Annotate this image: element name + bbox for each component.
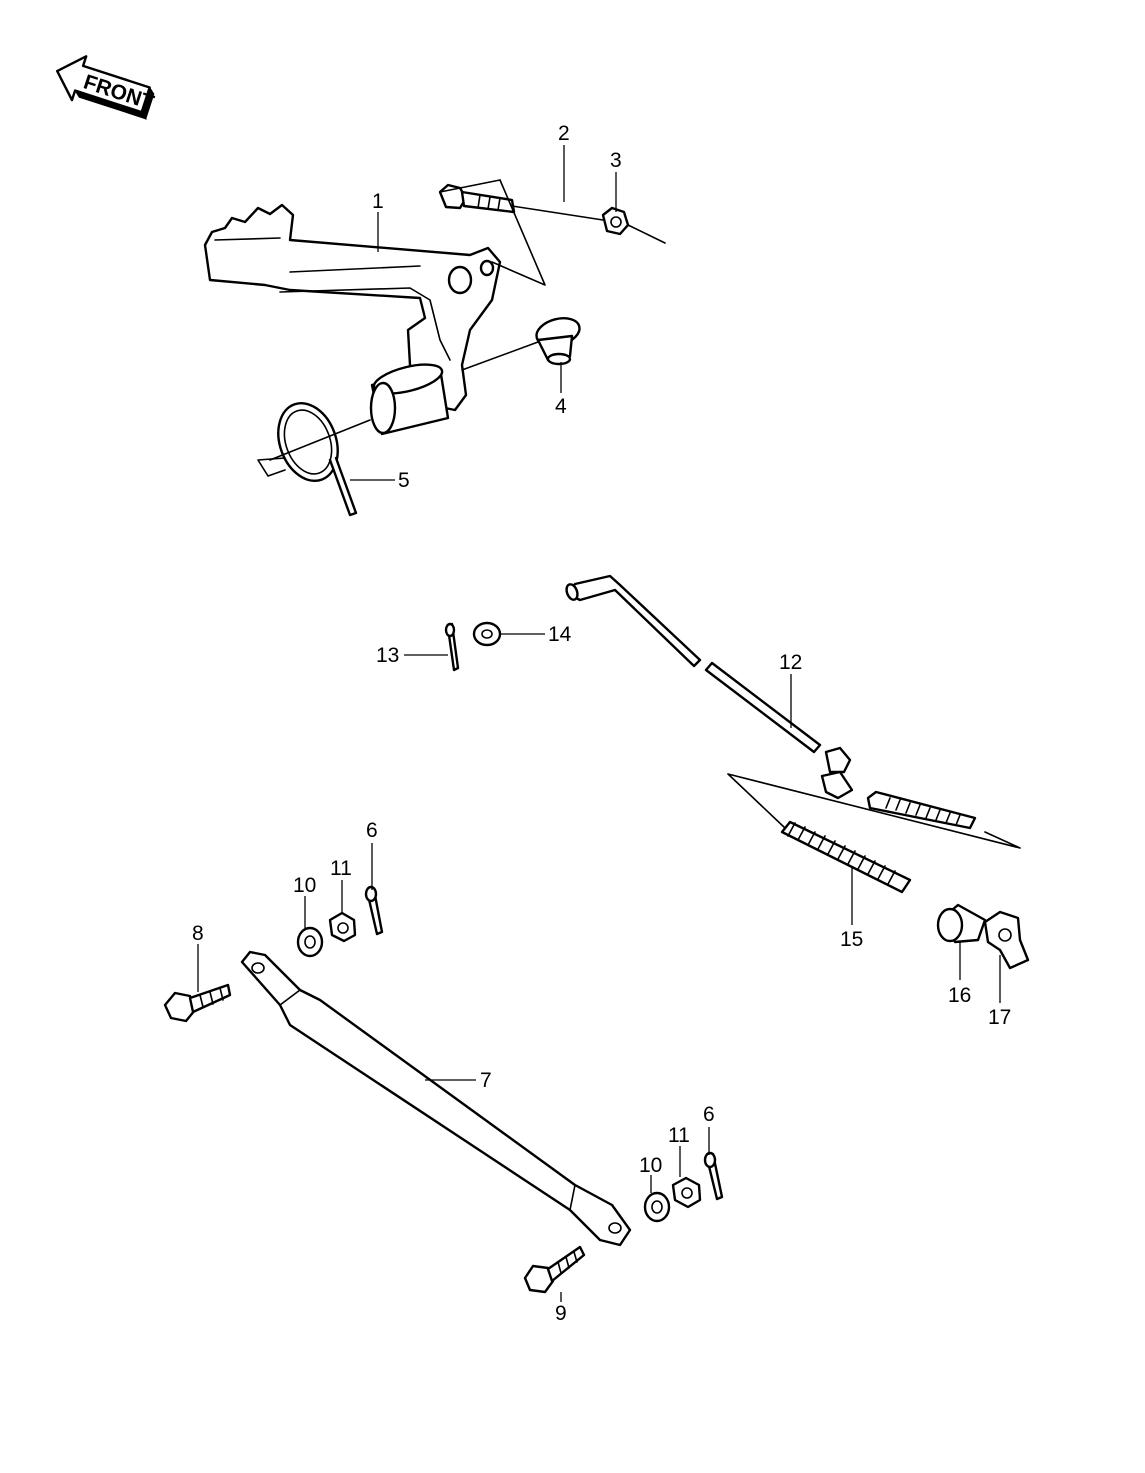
tie-rod-7 — [240, 950, 632, 1247]
cotter-pin-6-upper — [364, 885, 384, 936]
front-direction-badge: FRONT — [56, 55, 157, 120]
bolt-9 — [523, 1245, 586, 1294]
brake-rod-12 — [565, 574, 977, 830]
assembly-line-spring-15 — [727, 773, 1021, 849]
callout-13: 13 — [376, 644, 399, 667]
callout-7: 7 — [480, 1069, 492, 1092]
callout-5: 5 — [398, 469, 410, 492]
callout-12: 12 — [779, 651, 802, 674]
washer-14 — [472, 621, 502, 647]
callout-9: 9 — [555, 1302, 567, 1325]
assembly-line-bushing — [461, 341, 539, 371]
cotter-pin-6-lower — [703, 1151, 724, 1201]
washer-10-upper — [296, 926, 324, 958]
callout-17: 17 — [988, 1006, 1011, 1029]
callout-14: 14 — [548, 623, 572, 646]
brake-pedal — [203, 203, 502, 436]
washer-10-lower — [643, 1191, 671, 1223]
trunnion-16 — [936, 903, 987, 944]
callout-10-lower: 10 — [639, 1154, 662, 1177]
callout-6-upper: 6 — [366, 819, 378, 842]
nut-11-lower — [671, 1176, 702, 1209]
callout-6-lower: 6 — [703, 1103, 715, 1126]
callout-4: 4 — [555, 395, 567, 418]
bushing-4 — [535, 317, 581, 366]
callout-1: 1 — [372, 190, 384, 213]
cotter-pin-13 — [444, 622, 460, 672]
spring-15 — [780, 820, 912, 894]
assembly-line-spring — [269, 419, 371, 461]
callout-16: 16 — [948, 984, 971, 1007]
callout-11-upper: 11 — [330, 857, 352, 880]
adjusting-nut-17 — [983, 910, 1030, 970]
callouts: 1 2 3 4 5 6 6 7 8 9 10 10 11 11 12 13 14 — [192, 122, 1011, 1325]
return-spring-5 — [257, 402, 358, 517]
nut-11-upper — [328, 911, 357, 943]
callout-10-upper: 10 — [293, 874, 316, 897]
callout-11-lower: 11 — [668, 1124, 690, 1147]
arrow-left-icon: FRONT — [56, 55, 157, 120]
bolt-8 — [163, 983, 232, 1023]
callout-15: 15 — [840, 928, 863, 951]
callout-8: 8 — [192, 922, 204, 945]
callout-3: 3 — [610, 149, 622, 172]
callout-2: 2 — [558, 122, 570, 145]
assembly-line-bolt — [491, 179, 546, 286]
assembly-line-nut — [439, 179, 666, 244]
